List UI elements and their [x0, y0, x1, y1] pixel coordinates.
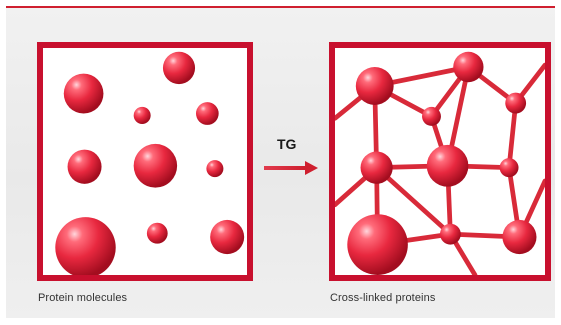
protein-sphere: [63, 73, 104, 114]
protein-sphere: [146, 222, 168, 244]
protein-sphere: [355, 66, 394, 105]
protein-sphere: [162, 51, 196, 85]
protein-sphere: [422, 106, 441, 126]
protein-sphere: [453, 51, 484, 83]
protein-sphere: [67, 149, 102, 184]
protein-sphere: [505, 92, 527, 114]
protein-sphere: [210, 219, 245, 255]
cross-link: [374, 165, 453, 237]
protein-sphere: [55, 217, 116, 275]
protein-sphere: [502, 219, 537, 255]
protein-sphere: [133, 143, 178, 188]
protein-sphere: [360, 151, 393, 184]
protein-sphere: [133, 106, 151, 124]
protein-molecules-illustration: [55, 51, 245, 275]
arrow-right-icon: [264, 161, 318, 175]
cross-linked-proteins-illustration: [335, 51, 545, 275]
protein-sphere: [426, 144, 469, 187]
cross-link: [506, 100, 519, 171]
protein-sphere: [196, 102, 219, 125]
protein-molecules-box: [37, 42, 253, 281]
protein-sphere: [499, 158, 519, 178]
protein-sphere: [347, 214, 408, 275]
cross-linked-proteins-box: [329, 42, 551, 281]
transglutaminase-label: TG: [277, 136, 297, 152]
protein-sphere: [206, 160, 224, 178]
protein-molecules-caption: Protein molecules: [38, 292, 128, 304]
cross-linked-proteins-caption: Cross-linked proteins: [330, 292, 436, 304]
protein-sphere: [440, 223, 461, 245]
